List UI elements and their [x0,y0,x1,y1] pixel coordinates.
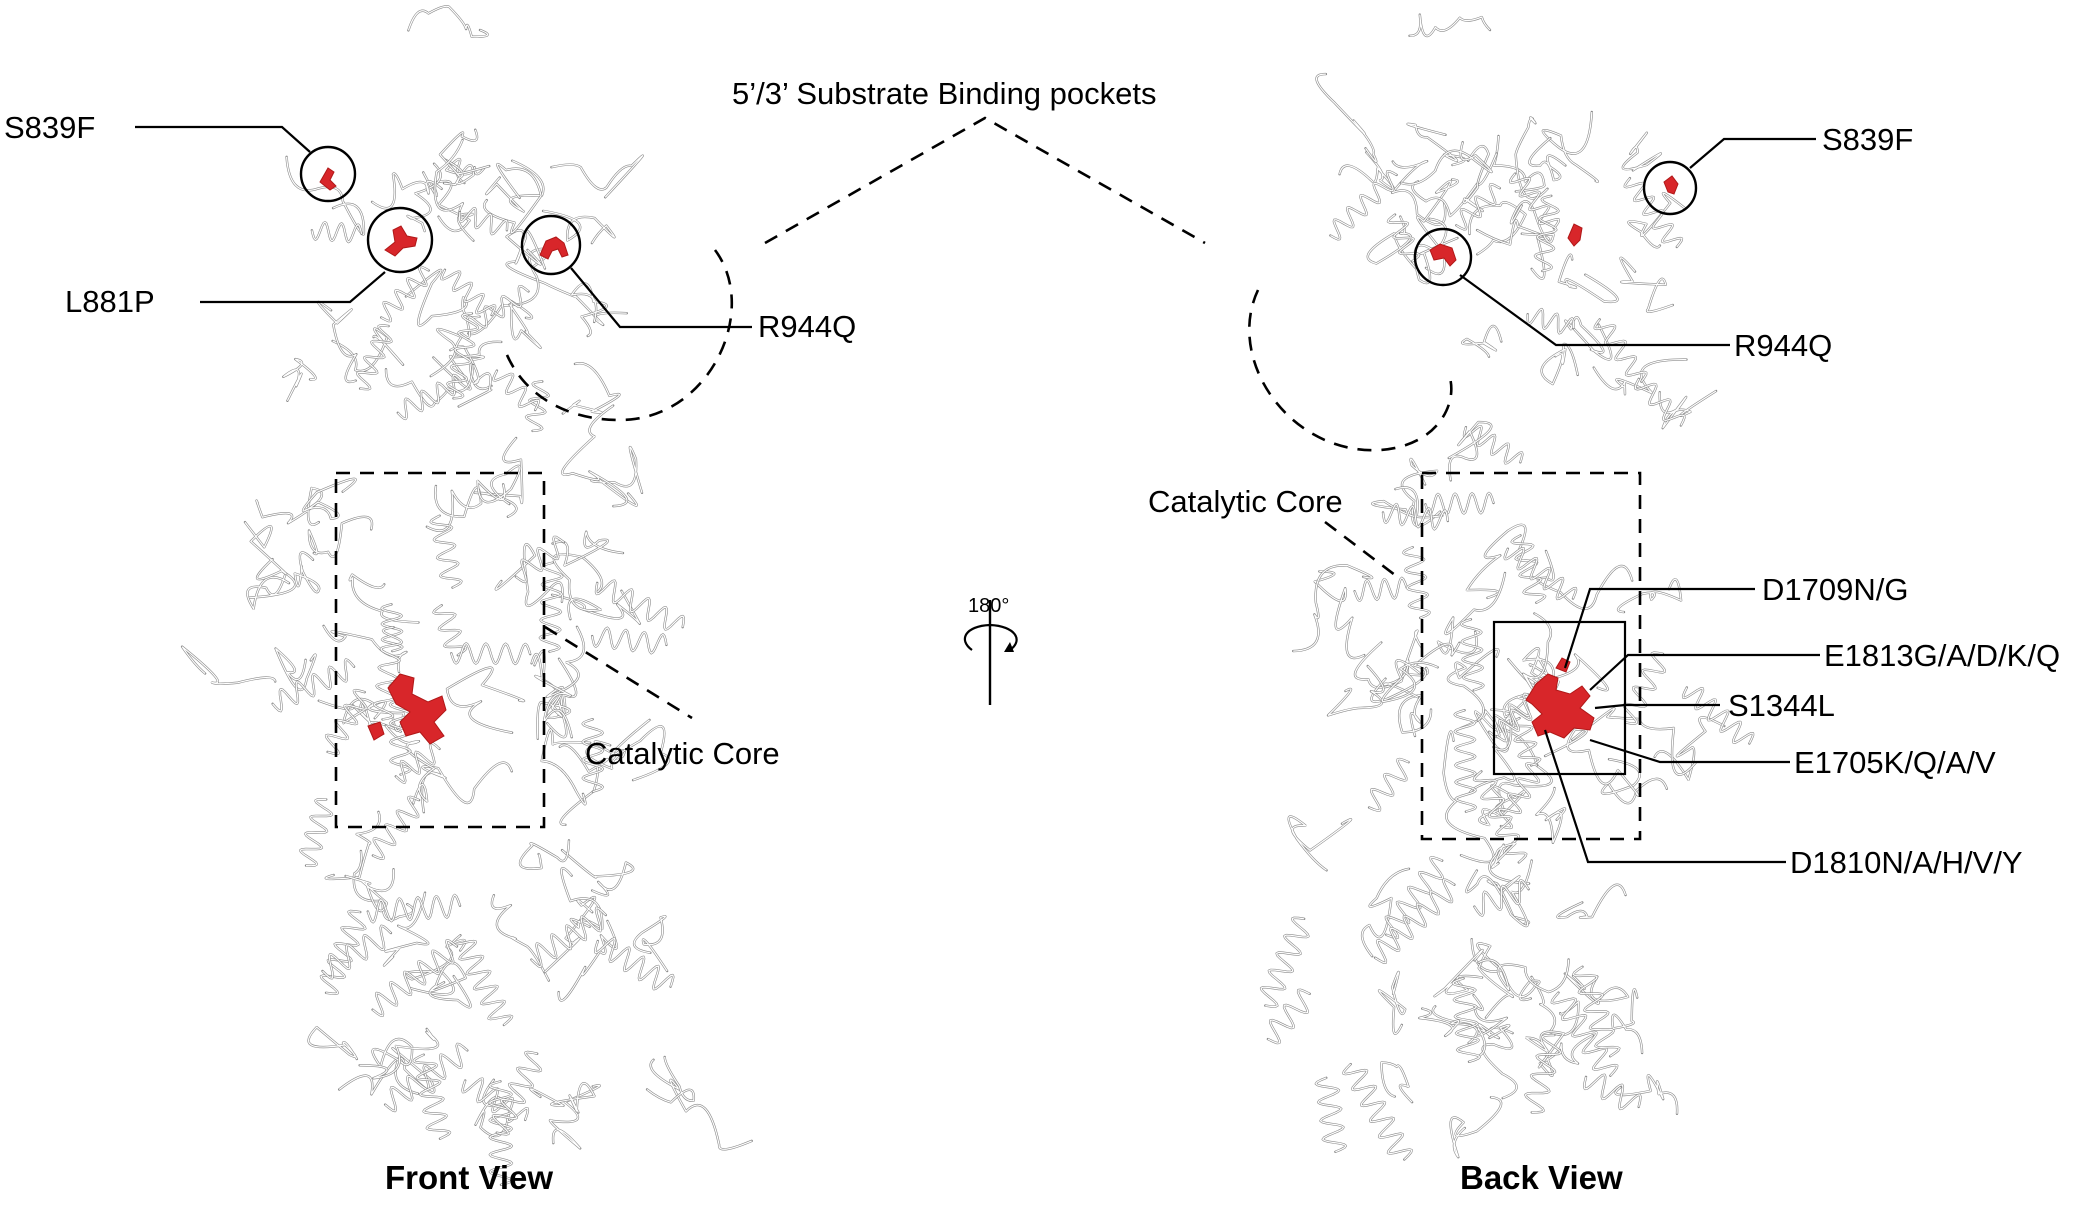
front-r944q-label: R944Q [758,309,856,344]
back-r944q-circle [1413,227,1473,287]
front-core-label: Catalytic Core [585,736,780,771]
back-e1813-leader [1589,653,1820,691]
front-l881p-label: L881P [65,284,155,319]
front-l881p-residue [384,225,418,257]
front-view-annotations: S839F L881P R944Q Catalytic Core Front V… [4,110,856,1196]
back-r944q-leader [1459,274,1730,347]
rotation-indicator: 180° [963,595,1018,705]
front-r944q-leader [570,267,752,329]
front-core-residues-b [367,721,385,741]
back-view-title: Back View [1460,1159,1623,1196]
front-r944q-residue [539,236,569,260]
substrate-pockets-leader [764,116,1206,245]
front-l881p-leader [200,271,386,304]
back-e1705-leader [1589,738,1790,764]
front-pocket-outline [503,249,734,422]
back-core-label: Catalytic Core [1148,484,1343,519]
back-d1810-leader [1543,729,1786,864]
back-core-residues [1525,673,1595,739]
back-view-annotations: S839F R944Q Catalytic Core D1709N/G E181… [1148,122,2060,1196]
back-s1344-leader [1594,703,1720,710]
front-l881p-circle [366,206,434,274]
back-view-protein-ribbon [1259,13,1755,1161]
back-e1813-label: E1813G/A/D/K/Q [1824,638,2060,673]
rotation-label: 180° [968,595,1009,617]
front-core-leader [544,625,693,720]
front-view-protein-ribbon [180,5,753,1186]
front-core-residues [387,673,447,745]
back-r944q-residue [1429,243,1457,267]
front-view-title: Front View [385,1159,553,1196]
front-core-box [334,471,546,829]
back-d1810-label: D1810N/A/H/V/Y [1790,845,2023,880]
back-r944q-label: R944Q [1734,328,1832,363]
back-s1344-label: S1344L [1728,688,1835,723]
front-s839f-residue [319,167,337,191]
back-core-box [1420,471,1642,841]
back-d1709-label: D1709N/G [1762,572,1908,607]
back-s839f-circle [1642,160,1698,216]
back-s839f-label: S839F [1822,122,1913,157]
front-r944q-circle [520,214,582,276]
front-s839f-circle [299,145,357,203]
substrate-pockets-label: 5’/3’ Substrate Binding pockets [732,76,1157,111]
front-s839f-leader [135,125,311,153]
back-pocket-residue [1567,223,1583,247]
back-d1709-leader [1563,587,1755,669]
back-pocket-outline [1247,289,1453,452]
back-s839f-residue [1663,175,1679,195]
back-e1705-label: E1705K/Q/A/V [1794,745,1996,780]
front-s839f-label: S839F [4,110,95,145]
back-s839f-leader [1689,137,1816,169]
back-core-leader [1324,520,1396,577]
shared-annotations: 5’/3’ Substrate Binding pockets 180° [732,76,1206,705]
